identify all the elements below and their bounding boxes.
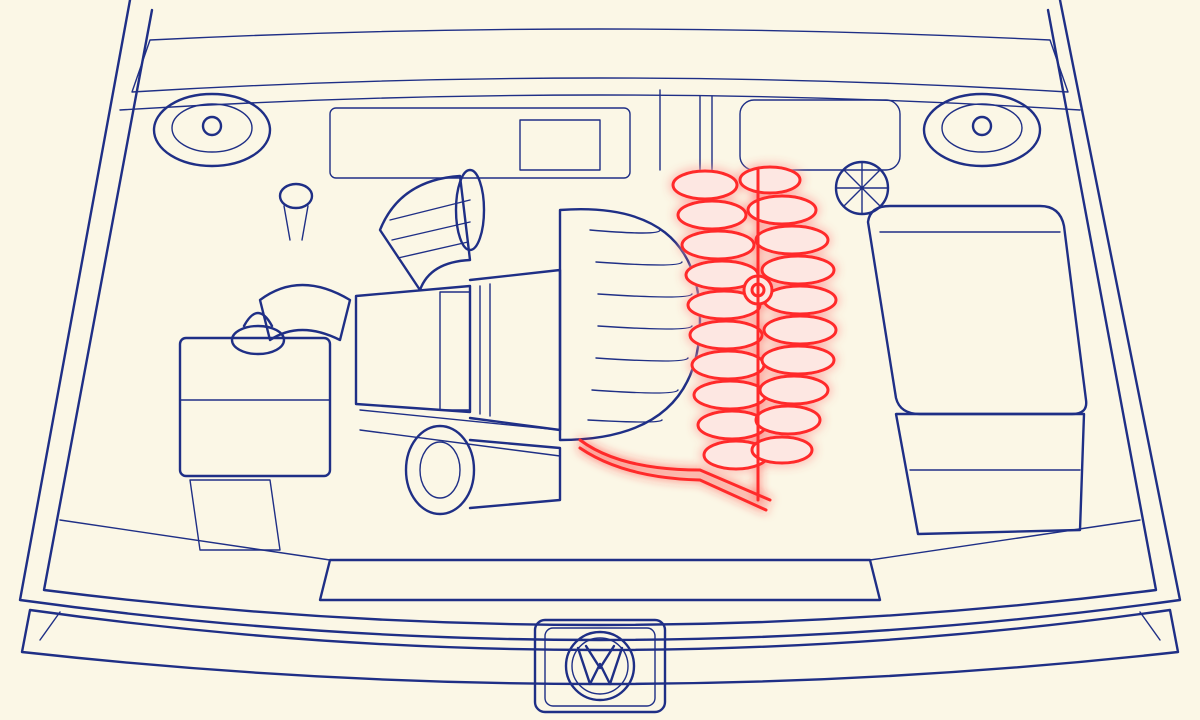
- fuse-box: [866, 204, 1088, 536]
- firewall-components: [329, 89, 901, 179]
- coiled-hose-left-coil: [671, 169, 770, 471]
- body-outline: [18, 0, 1182, 686]
- strut-top-mount-right: [922, 92, 1042, 168]
- intake-manifold: [558, 208, 702, 442]
- strut-top-mount-left: [152, 92, 272, 168]
- coiled-hose: [578, 165, 838, 512]
- air-intake-duct: [378, 168, 486, 292]
- air-filter-housing: [354, 268, 562, 432]
- coiled-hose-right-coil: [738, 165, 838, 465]
- alternator: [359, 409, 562, 516]
- vw-logo: [533, 618, 667, 714]
- coolant-reservoir: [258, 182, 352, 342]
- fan-icon: [834, 160, 890, 216]
- battery: [178, 311, 332, 478]
- radiator-support: [59, 479, 1141, 602]
